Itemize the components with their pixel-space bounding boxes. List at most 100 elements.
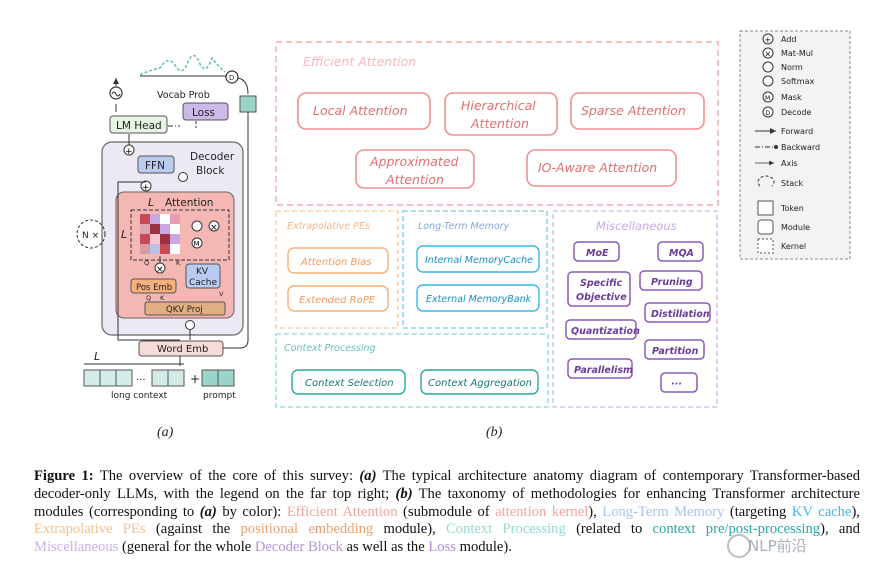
caption-text: The typical architecture anatomy diagram… <box>34 468 860 502</box>
caption-long-term-memory: Long-Term Memory <box>602 503 725 520</box>
legend-add-icon <box>762 33 774 45</box>
panel-b-label: (b) <box>486 425 503 440</box>
mqa-label: MQA <box>669 248 694 259</box>
n-times-label: N × <box>82 231 99 241</box>
legend-token-icon <box>757 200 774 216</box>
legend-mask-label: Mask <box>781 93 802 102</box>
caption-efficient-attention: Efficient Attention <box>286 503 398 520</box>
vocab-prob-label: Vocab Prob <box>157 90 210 101</box>
caption-text: by color): <box>222 503 282 520</box>
caption-ref-a: (a) <box>359 468 377 484</box>
svg-text:×: × <box>156 265 164 275</box>
caption-ref-a: (a) <box>199 503 217 520</box>
caption-positional-embedding: positional embedding <box>240 521 374 538</box>
prompt-label: prompt <box>203 391 236 401</box>
svg-text:D: D <box>766 110 771 117</box>
matmul-op-icon <box>208 220 220 232</box>
mask-op-icon <box>191 237 203 249</box>
decode-op-icon <box>225 70 239 84</box>
watermark-logo-icon <box>727 534 751 558</box>
ffn-label: FFN <box>145 160 165 172</box>
loss-box <box>182 102 229 121</box>
legend-axis-label: Axis <box>781 159 798 168</box>
v-label: V <box>219 290 224 298</box>
legend-stack-label: Stack <box>781 179 804 188</box>
specific-objective-node <box>567 271 631 307</box>
legend-norm-icon <box>762 61 774 73</box>
caption-miscellaneous: Miscellaneous <box>34 539 119 556</box>
svg-text:+: + <box>765 36 772 45</box>
caption-text: (related to <box>576 521 643 538</box>
legend-mask-icon <box>762 91 774 103</box>
quantization-label: Quantization <box>571 326 640 337</box>
efficient-attention-group <box>275 41 719 206</box>
extended-rope-label: Extended RoPE <box>299 295 376 306</box>
context-selection-node <box>291 369 406 395</box>
long-term-memory-group <box>402 210 548 329</box>
partition-node <box>644 339 705 360</box>
prompt-token-square <box>239 95 257 113</box>
caption-context-processing: Context Processing <box>446 521 566 538</box>
pruning-node <box>639 270 703 291</box>
token-4 <box>151 369 169 387</box>
stack-loop-icon <box>76 219 106 249</box>
decoder-block-label-2: Block <box>196 165 225 177</box>
legend-matmul-icon <box>762 47 774 59</box>
context-aggregation-label: Context Aggregation <box>428 378 532 389</box>
attention-L-side: L <box>121 228 127 241</box>
efficient-attention-title: Efficient Attention <box>303 54 416 69</box>
caption-text: The overview of the core of this survey: <box>99 468 353 484</box>
specific-objective-label-1: Specific <box>580 278 622 289</box>
svg-text:Q: Q <box>146 294 151 302</box>
pos-emb-label: Pos Emb <box>136 283 172 293</box>
norm-op-icon <box>178 172 188 182</box>
attention-block <box>115 191 235 319</box>
panel-a-label: (a) <box>157 425 174 440</box>
attention-L-label: L <box>148 196 154 209</box>
legend-forward-label: Forward <box>781 127 813 136</box>
legend-add-label: Add <box>781 35 797 44</box>
token-3 <box>115 369 133 387</box>
attention-bias-node <box>287 247 389 274</box>
lm-head-label: LM Head <box>116 120 162 132</box>
caption-context-pre-post: context pre/post-processing <box>652 521 821 538</box>
kv-cache-label-1: KV <box>196 267 209 277</box>
token-1 <box>83 369 101 387</box>
approximated-attention-label-1: Approximated <box>369 154 459 169</box>
legend-kernel-icon <box>757 238 774 254</box>
distillation-node <box>644 302 711 323</box>
attention-bias-label: Attention Bias <box>300 257 371 268</box>
legend-backward-label: Backward <box>781 143 820 152</box>
mqa-node <box>657 241 704 262</box>
caption-text: (against the <box>155 521 231 538</box>
context-processing-title: Context Processing <box>284 343 376 354</box>
q-label: Q <box>144 259 149 267</box>
attention-heatmap <box>140 214 180 254</box>
distillation-label: Distillation <box>651 309 710 320</box>
word-emb-label: Word Emb <box>157 344 208 355</box>
legend-decode-label: Decode <box>781 108 811 117</box>
partition-label: Partition <box>652 346 699 357</box>
qkv-proj-label: QKV Proj <box>166 305 203 315</box>
legend-token-label: Token <box>780 204 804 213</box>
moe-label: MoE <box>586 248 609 259</box>
caption-text: ), <box>588 503 597 520</box>
caption-loss: Loss <box>428 539 456 556</box>
svg-text:K: K <box>160 294 165 302</box>
softmax-op-icon-2 <box>191 220 203 232</box>
external-memorybank-node <box>416 284 540 312</box>
prompt-token-2 <box>217 369 235 387</box>
internal-memorycache-label: Internal MemoryCache <box>425 255 533 266</box>
approximated-attention-label-2: Attention <box>385 172 444 187</box>
caption-kv-cache: KV cache <box>791 503 852 520</box>
legend-module-label: Module <box>781 223 810 232</box>
caption-figure-number: Figure 1: <box>34 468 94 484</box>
qkv-proj-box <box>144 301 226 316</box>
add-op-icon-2 <box>140 180 152 192</box>
hierarchical-attention-node <box>444 92 558 136</box>
svg-text:+: + <box>142 183 150 193</box>
caption-text: (submodule of <box>403 503 490 520</box>
miscellaneous-group <box>552 210 718 408</box>
word-emb-box <box>138 340 224 357</box>
prompt-token-1 <box>201 369 219 387</box>
